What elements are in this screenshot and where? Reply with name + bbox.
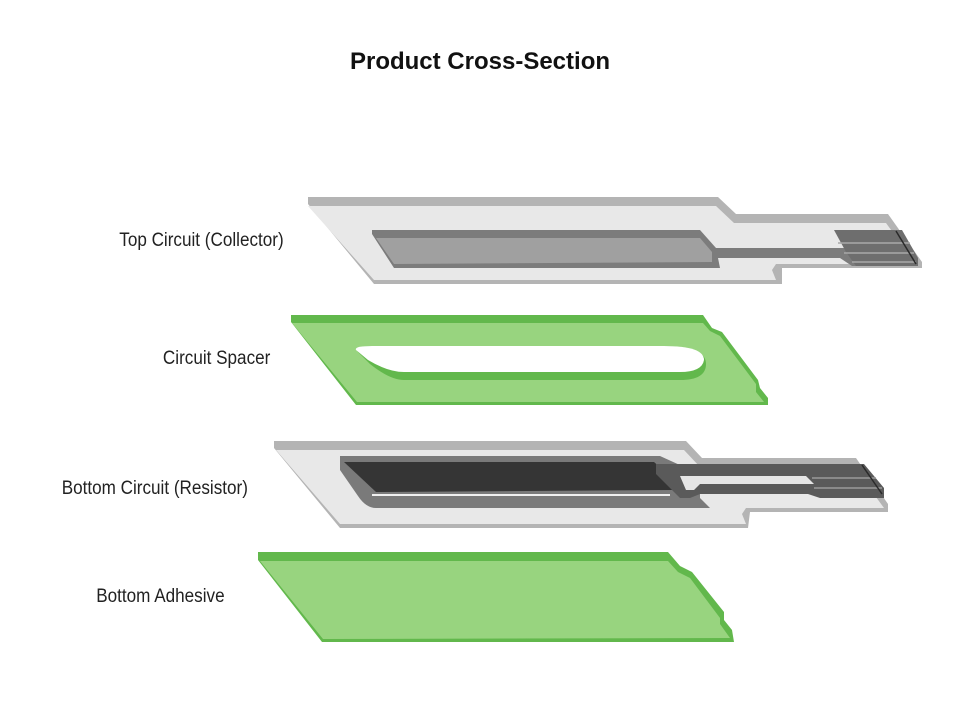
label-bottom-circuit: Bottom Circuit (Resistor) bbox=[61, 478, 248, 499]
label-bottom-adhesive: Bottom Adhesive bbox=[96, 586, 225, 607]
page-title: Product Cross-Section bbox=[349, 48, 611, 75]
bottom-adhesive-face bbox=[260, 561, 730, 639]
layer-top-circuit bbox=[308, 197, 922, 284]
bottom-circuit-trace bbox=[344, 462, 672, 492]
top-circuit-trace bbox=[376, 238, 712, 264]
layer-bottom-circuit bbox=[274, 441, 888, 528]
top-circuit-connector bbox=[834, 230, 918, 266]
label-circuit-spacer: Circuit Spacer bbox=[162, 348, 270, 369]
bottom-circuit-connector-inner bbox=[680, 476, 814, 490]
connector-edge-dark bbox=[861, 464, 883, 495]
connector-edge-dark bbox=[895, 230, 917, 265]
spacer-slot-opening bbox=[355, 346, 704, 372]
label-top-circuit: Top Circuit (Collector) bbox=[119, 230, 284, 251]
layer-bottom-adhesive bbox=[258, 552, 734, 642]
layer-circuit-spacer bbox=[291, 315, 768, 405]
